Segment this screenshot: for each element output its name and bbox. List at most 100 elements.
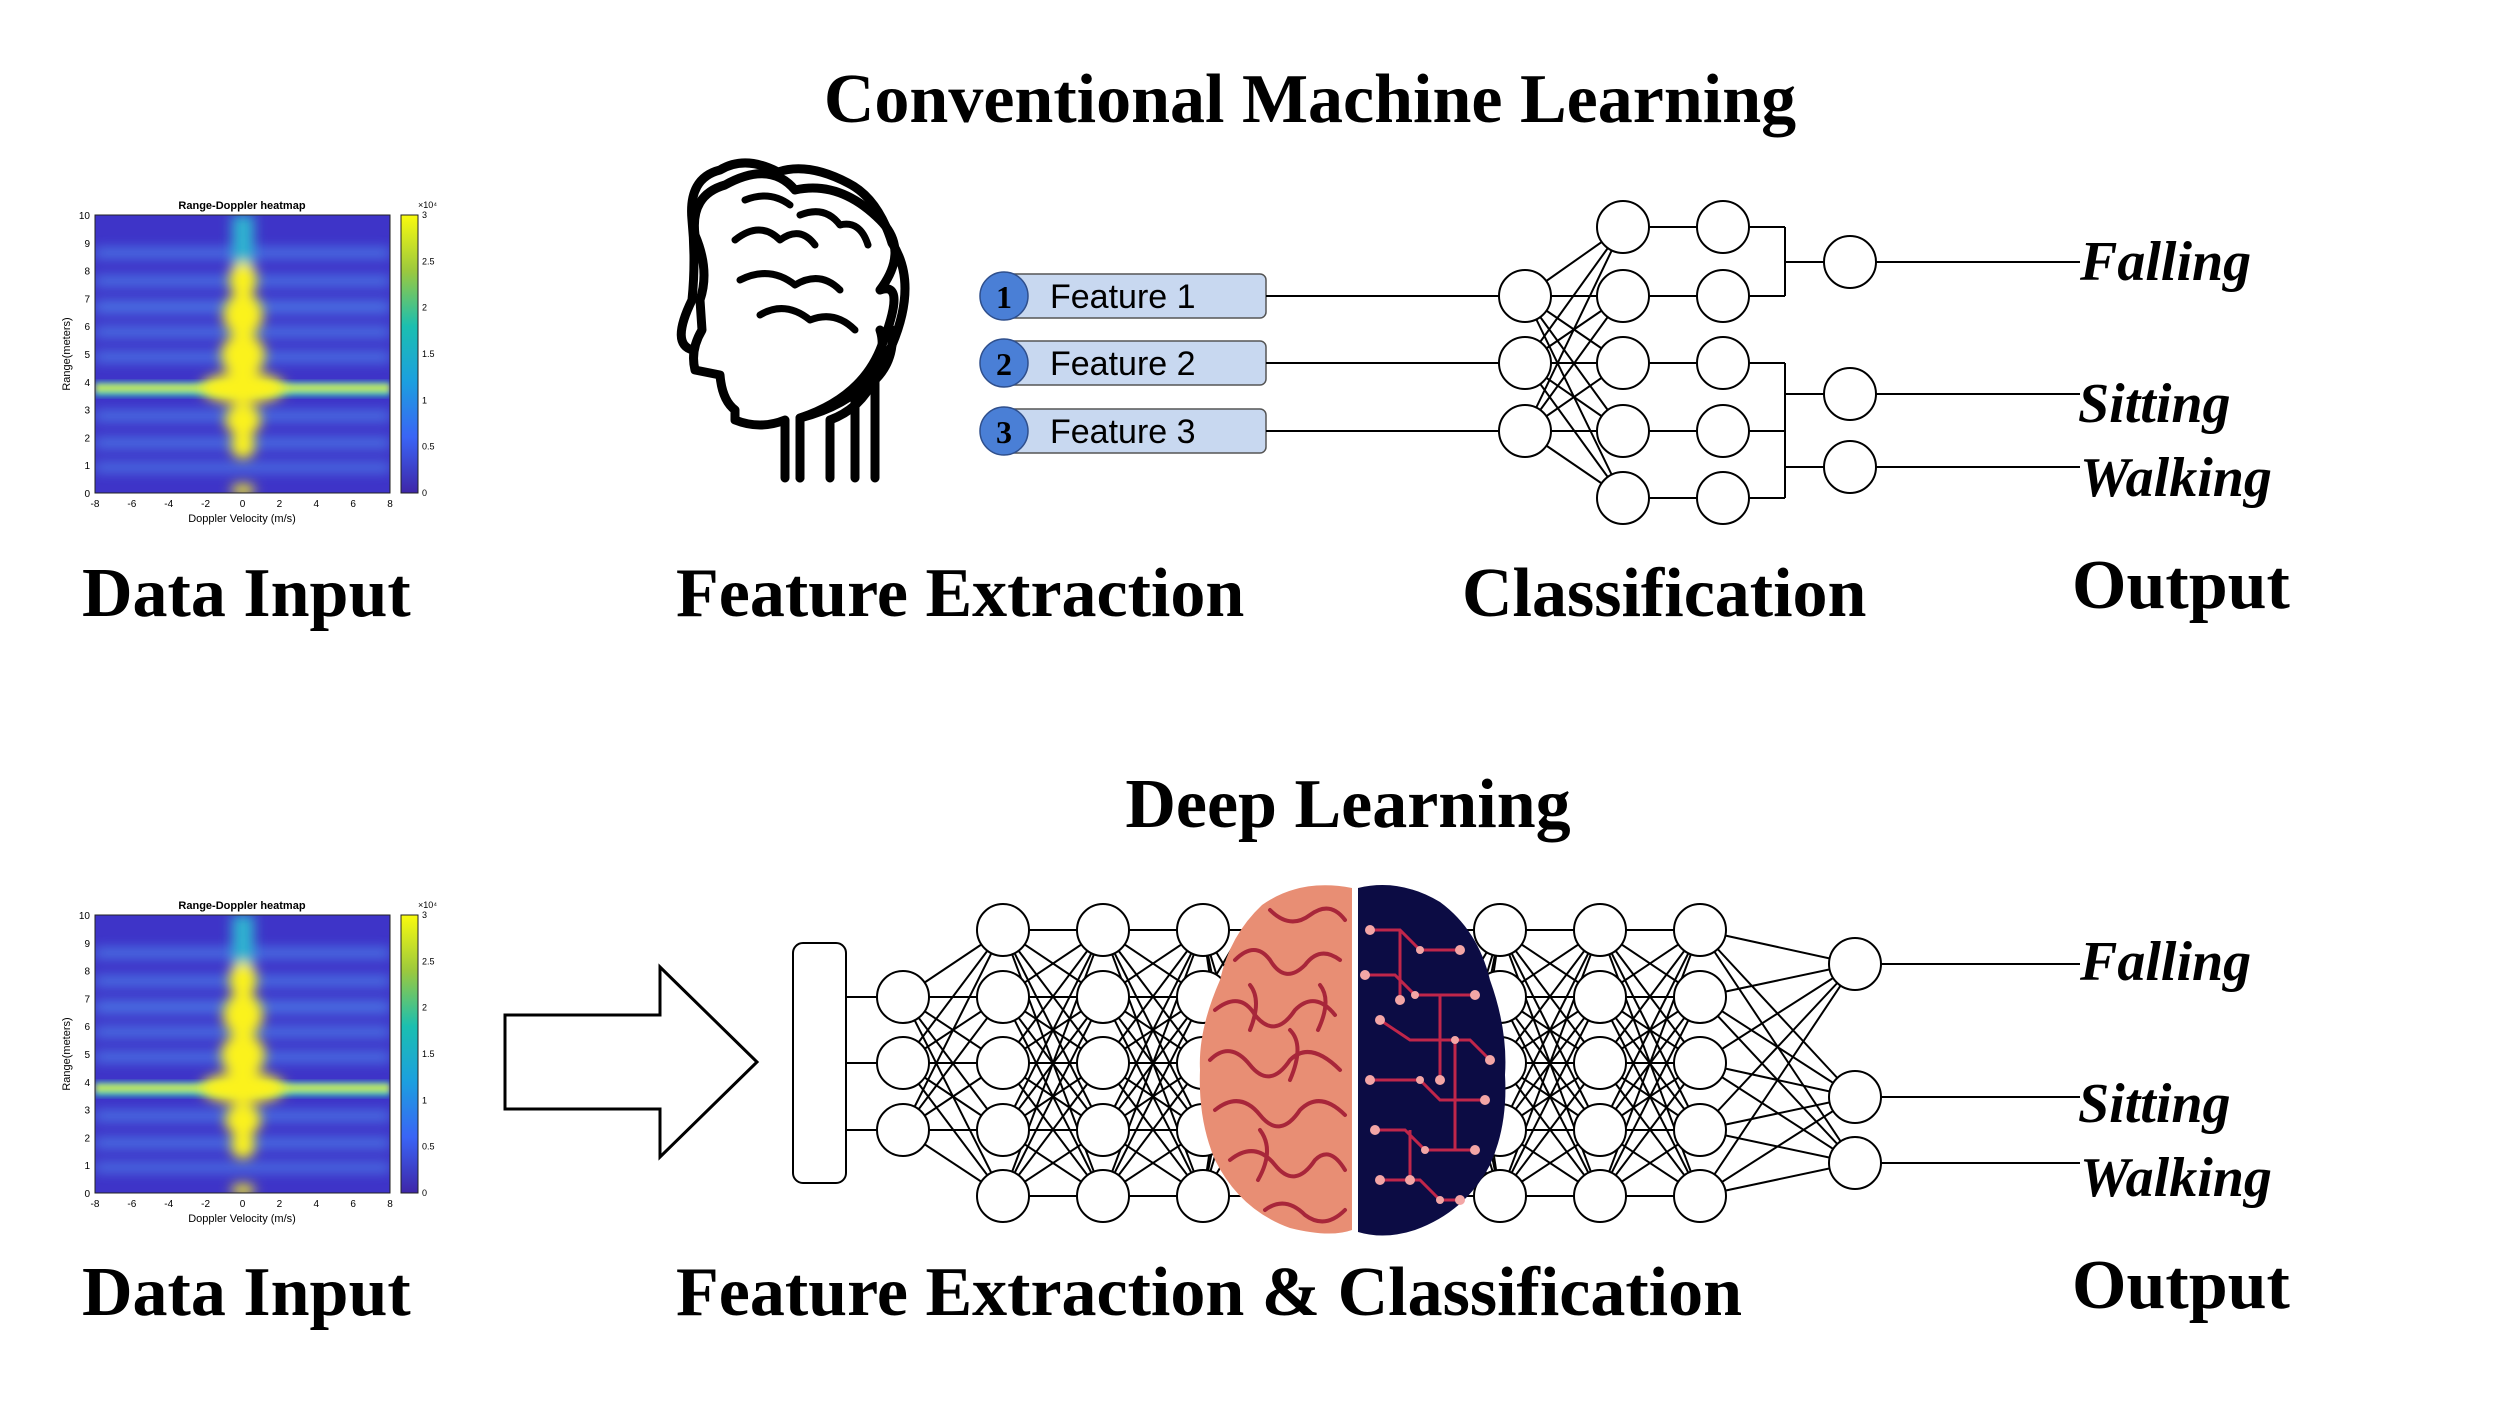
heatmap-xtick-label: 2 — [277, 1199, 283, 1210]
connection-line — [1002, 1062, 1104, 1197]
network-node — [1696, 404, 1750, 458]
colorbar-tick-label: 2 — [422, 303, 427, 313]
output-label-walking: Walking — [2080, 1147, 2272, 1209]
colorbar-tick-label: 1 — [422, 1095, 427, 1105]
heatmap-ytick-label: 7 — [84, 294, 90, 305]
classifier-network — [1498, 200, 2080, 525]
heatmap-xtick-label: -8 — [91, 1199, 100, 1210]
organic-brain-half — [1199, 885, 1352, 1234]
heatmap-ytick-label: 9 — [84, 939, 90, 950]
colorbar-tick-label: 1.5 — [422, 349, 435, 359]
heatmap-ytick-label: 3 — [84, 1106, 90, 1117]
network-node — [976, 1103, 1030, 1157]
heatmap-ytick-label: 5 — [84, 1050, 90, 1061]
heatmap-bands — [95, 915, 390, 1193]
feature-item-3: 3 Feature 3 — [979, 406, 1500, 456]
network-node — [976, 1169, 1030, 1223]
output-labels-bottom: Falling Sitting Walking — [2078, 931, 2272, 1209]
network-node — [1076, 1103, 1130, 1157]
network-node — [1473, 1169, 1527, 1223]
deep-learning-title: Deep Learning — [1125, 766, 1570, 843]
feature-list: 1 Feature 1 2 Feature 2 3 Feature 3 — [979, 271, 1500, 456]
connection-line — [902, 929, 1004, 1131]
heatmap-colorbar — [400, 214, 419, 494]
connection-line — [1599, 929, 1701, 1064]
network-node — [1498, 404, 1552, 458]
network-node — [1673, 1103, 1727, 1157]
connection-line — [1599, 1062, 1701, 1197]
network-node — [1573, 1169, 1627, 1223]
network-node — [876, 970, 930, 1024]
heatmap-ytick-label: 2 — [84, 433, 90, 444]
network-node — [1573, 1103, 1627, 1157]
heatmap-xtick-label: 6 — [350, 499, 356, 510]
connection-line — [1499, 929, 1601, 1197]
heatmap-xtick-label: -6 — [127, 499, 136, 510]
output-label-sitting: Sitting — [2078, 373, 2231, 435]
network-node — [976, 1036, 1030, 1090]
digital-brain-half — [1358, 885, 1506, 1236]
connection-line — [1499, 1062, 1601, 1197]
heatmap-ytick-label: 6 — [84, 322, 90, 333]
network-node — [1596, 471, 1650, 525]
colorbar-tick-label: 0.5 — [422, 442, 435, 452]
network-node — [1673, 1169, 1727, 1223]
network-node — [1596, 404, 1650, 458]
heatmap-xlabel: Doppler Velocity (m/s) — [188, 1213, 296, 1225]
heatmap-xtick-label: 2 — [277, 499, 283, 510]
colorbar-exponent: ×10⁴ — [418, 900, 437, 910]
network-node — [1076, 903, 1130, 957]
network-node — [1076, 1169, 1130, 1223]
feature-label-2: Feature 2 — [1050, 345, 1196, 383]
stage-label-output: Output — [2072, 1247, 2290, 1324]
heatmap-ylabel: Range(meters) — [61, 1017, 73, 1090]
heatmap-xtick-label: 8 — [387, 1199, 393, 1210]
colorbar-tick-label: 0.5 — [422, 1142, 435, 1152]
connection-line — [1699, 963, 1856, 1131]
connection-line — [1102, 996, 1204, 1197]
heatmap-bands — [95, 215, 390, 493]
connection-line — [1524, 295, 1624, 432]
heatmap-xtick-label: 8 — [387, 499, 393, 510]
conventional-ml-title: Conventional Machine Learning — [824, 61, 1796, 138]
heatmap-title: Range-Doppler heatmap — [178, 900, 305, 912]
feature-item-2: 2 Feature 2 — [979, 338, 1500, 388]
network-node — [1696, 200, 1750, 254]
heatmap-ytick-label: 4 — [84, 378, 90, 389]
range-doppler-heatmap-top: Range-Doppler heatmap — [61, 200, 437, 525]
network-node — [1828, 1136, 1882, 1190]
network-node — [1596, 269, 1650, 323]
heatmap-xtick-label: 0 — [240, 499, 246, 510]
connection-line — [1599, 996, 1701, 1197]
heatmap-xlabel: Doppler Velocity (m/s) — [188, 513, 296, 525]
connection-line — [902, 996, 1004, 1131]
range-doppler-heatmap-bottom: Range-Doppler heatmap — [61, 900, 437, 1225]
connection-line — [1699, 963, 1856, 1197]
network-node — [1573, 1036, 1627, 1090]
network-node — [1828, 937, 1882, 991]
heatmap-xtick-label: -2 — [201, 1199, 210, 1210]
heatmap-xtick-label: -4 — [164, 1199, 173, 1210]
connection-line — [1002, 929, 1104, 1131]
connection-line — [1002, 996, 1104, 1197]
network-node — [1473, 903, 1527, 957]
feature-label-3: Feature 3 — [1050, 413, 1196, 451]
network-node — [1498, 269, 1552, 323]
colorbar-tick-label: 1 — [422, 395, 427, 405]
colorbar-tick-label: 1.5 — [422, 1049, 435, 1059]
network-node — [1573, 970, 1627, 1024]
connection-line — [1499, 996, 1601, 1197]
network-node — [1823, 367, 1877, 421]
colorbar-tick-label: 2.5 — [422, 256, 435, 266]
heatmap-xtick-label: -8 — [91, 499, 100, 510]
connection-line — [1102, 929, 1204, 1131]
heatmap-ytick-label: 8 — [84, 967, 90, 978]
connection-line — [1699, 963, 1856, 1064]
heatmap-ytick-label: 6 — [84, 1022, 90, 1033]
colorbar-tick-label: 0 — [422, 488, 427, 498]
stage-label-output: Output — [2072, 547, 2290, 624]
network-node — [1828, 1070, 1882, 1124]
network-node — [876, 1103, 930, 1157]
network-node — [1596, 200, 1650, 254]
